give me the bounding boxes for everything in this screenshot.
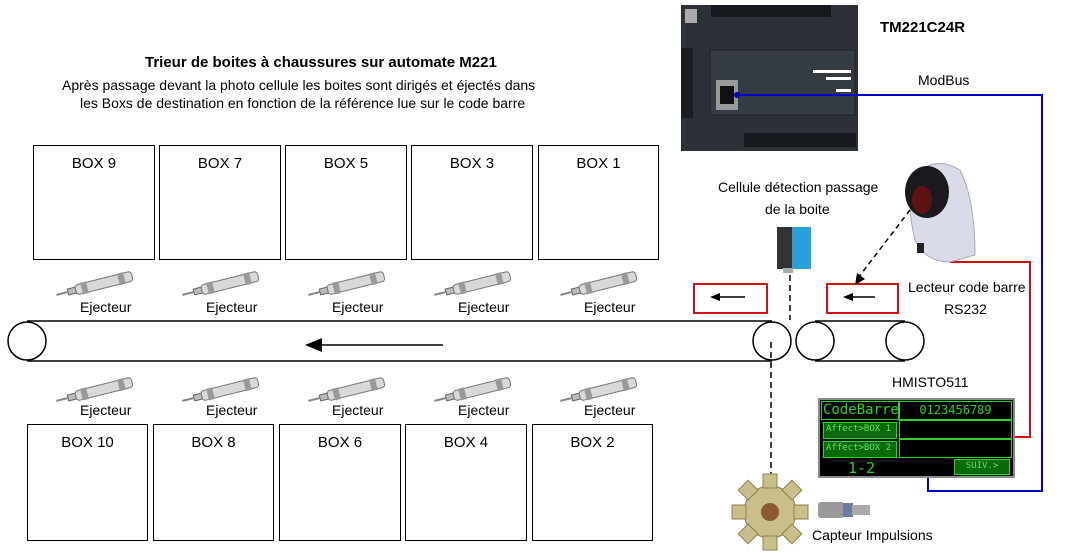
ejector-cylinder: [179, 269, 261, 302]
box-4: BOX 4: [405, 424, 527, 541]
ejector-label: Ejecteur: [458, 299, 510, 315]
hmi-label: HMISTO511: [892, 374, 969, 390]
box-label: BOX 1: [576, 155, 621, 172]
direction-arrow: [305, 338, 443, 352]
ejector-cylinder: [431, 269, 513, 302]
hmi-field-value: 0123456789: [899, 401, 1012, 420]
box-8: BOX 8: [153, 424, 274, 541]
box-label: BOX 6: [317, 434, 363, 451]
diagram-subtitle-1: Après passage devant la photo cellule le…: [62, 77, 536, 93]
box-indicator: [826, 283, 899, 314]
box-6: BOX 6: [279, 424, 401, 541]
box-label: BOX 4: [443, 434, 489, 451]
encoder-gear-image: [731, 473, 809, 551]
ejector-label: Ejecteur: [332, 299, 384, 315]
box-7: BOX 7: [159, 145, 281, 260]
box-label: BOX 5: [323, 155, 369, 172]
main-conveyor: [7, 320, 792, 362]
hmi-field-label: CodeBarre: [821, 401, 899, 420]
hmi-next-button[interactable]: SUIV.>: [954, 459, 1010, 475]
input-conveyor: [795, 320, 925, 362]
box-label: BOX 7: [197, 155, 243, 172]
ejector-label: Ejecteur: [206, 402, 258, 418]
box-label: BOX 8: [191, 434, 236, 451]
box-label: BOX 2: [570, 434, 615, 451]
scanner-label-1: Lecteur code barre: [908, 279, 1026, 295]
encoder-label: Capteur Impulsions: [812, 527, 933, 543]
box-1: BOX 1: [538, 145, 659, 260]
ejector-label: Ejecteur: [80, 299, 132, 315]
ejector-label: Ejecteur: [332, 402, 384, 418]
diagram-title: Trieur de boites à chaussures sur automa…: [145, 54, 497, 71]
impulse-sensor-image: [818, 502, 870, 518]
plc-image: [681, 5, 858, 151]
hmi-screen: CodeBarre 0123456789 Affect>BOX 1 Affect…: [818, 398, 1015, 478]
photocell-image: [777, 227, 811, 273]
box-label: BOX 9: [71, 155, 117, 172]
hmi-affect-box1-button[interactable]: Affect>BOX 1: [823, 422, 897, 439]
ejector-label: Ejecteur: [584, 299, 636, 315]
photocell-label-2: de la boite: [765, 201, 830, 217]
plc-label: TM221C24R: [880, 19, 966, 36]
ejector-label: Ejecteur: [458, 402, 510, 418]
box-3: BOX 3: [411, 145, 533, 260]
box-indicator: [693, 283, 768, 314]
ejector-cylinder: [53, 269, 135, 302]
hmi-affect-box2-button[interactable]: Affect>BOX 2: [823, 441, 897, 458]
box-9: BOX 9: [33, 145, 155, 260]
rs232-cable: [950, 261, 1031, 438]
ejector-label: Ejecteur: [584, 402, 636, 418]
barcode-scanner-image: [905, 163, 976, 263]
diagram-subtitle-2: les Boxs de destination en fonction de l…: [80, 95, 526, 111]
scan-beam: [857, 209, 911, 279]
ejector-label: Ejecteur: [206, 299, 258, 315]
ejector-cylinder: [305, 269, 387, 302]
modbus-label: ModBus: [918, 72, 970, 88]
scanner-label-2: RS232: [944, 301, 987, 317]
modbus-cable: [737, 94, 1043, 492]
hmi-row1: [899, 420, 1012, 439]
photocell-label-1: Cellule détection passage: [718, 179, 879, 195]
box-label: BOX 10: [61, 434, 114, 451]
box-10: BOX 10: [27, 424, 148, 541]
hmi-page-indicator: 1-2: [848, 459, 876, 477]
hmi-row2: [899, 439, 1012, 458]
ejector-label: Ejecteur: [80, 402, 132, 418]
box-2: BOX 2: [532, 424, 653, 541]
box-label: BOX 3: [449, 155, 495, 172]
box-5: BOX 5: [285, 145, 407, 260]
ejector-cylinder: [557, 269, 639, 302]
